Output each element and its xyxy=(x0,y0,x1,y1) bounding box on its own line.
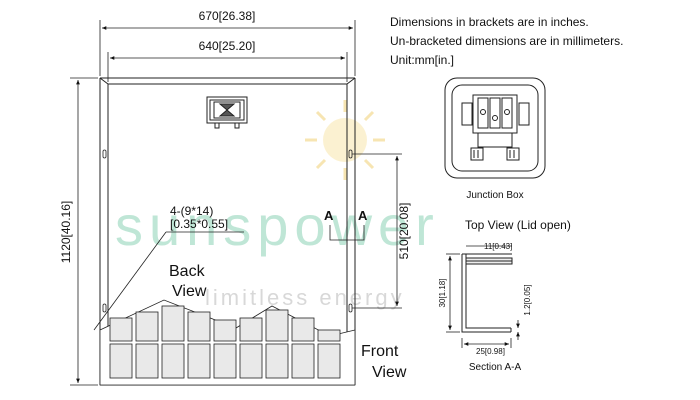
mount-hole-size-in: [0.35*0.55] xyxy=(170,217,228,231)
section-height-dim: 30[1.18] xyxy=(438,279,447,308)
section-bottom-dim: 25[0.98] xyxy=(476,347,505,356)
junction-box-label: Junction Box xyxy=(466,190,523,201)
section-aa-profile xyxy=(461,253,513,333)
note-unbracketed: Un-bracketed dimensions are in millimete… xyxy=(390,34,623,48)
watermark-tagline: limitless energy xyxy=(205,285,405,310)
mount-hole-size-mm: 4-(9*14) xyxy=(170,204,213,218)
overall-width-label: 670[26.38] xyxy=(199,9,256,23)
section-mark-left: A xyxy=(324,208,334,223)
back-view-label-line1: Back xyxy=(169,263,206,280)
sun-logo-icon xyxy=(305,100,385,180)
section-mark-right: A xyxy=(358,208,368,223)
overall-height-label: 1120[40.16] xyxy=(59,201,73,264)
inner-width-label: 640[25.20] xyxy=(199,39,256,53)
section-right-dim: 1.2[0.05] xyxy=(523,284,532,315)
overall-width-dimension xyxy=(99,20,356,76)
hole-spacing-dimension xyxy=(352,153,402,309)
front-view-cells xyxy=(99,299,356,386)
mount-hole-callout xyxy=(93,231,244,331)
section-title: Section A-A xyxy=(469,362,522,373)
section-dimensions xyxy=(446,245,520,348)
section-top-dim: 11[0.43] xyxy=(484,242,512,251)
junction-box-subtitle: Top View (Lid open) xyxy=(465,218,571,232)
overall-height-dimension xyxy=(70,77,98,386)
note-unit: Unit:mm[in.] xyxy=(390,53,454,67)
inner-width-dimension xyxy=(107,52,348,82)
watermark: sunspower limitless energy xyxy=(115,100,440,310)
section-cut-line xyxy=(329,225,365,241)
junction-box-detail xyxy=(444,77,546,179)
front-view-label-line1: Front xyxy=(361,343,399,360)
watermark-brand: sunspower xyxy=(115,194,440,257)
junction-box-icon xyxy=(206,96,248,129)
note-brackets: Dimensions in brackets are in inches. xyxy=(390,15,589,29)
hole-spacing-label: 510[20.08] xyxy=(397,203,411,260)
back-view-label-line2: View xyxy=(172,283,207,300)
front-view-label-line2: View xyxy=(372,364,407,381)
